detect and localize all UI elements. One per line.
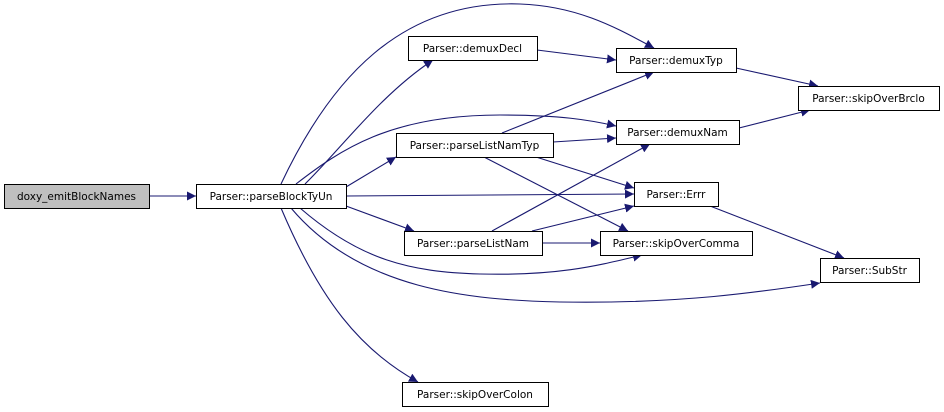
- edge-parser-parseblocktyun-to-parser-parselistnamtyp: [345, 156, 397, 188]
- node-box: [798, 86, 940, 111]
- node-label: Parser::demuxDecl: [423, 43, 522, 55]
- edge-parser-parseblocktyun-to-parser-parselistnam: [345, 205, 415, 233]
- node-parser-skipovercomma[interactable]: Parser::skipOverComma: [600, 231, 753, 256]
- edge-parser-parseblocktyun-to-parser-substr: [290, 207, 821, 303]
- node-parser-demuxnam[interactable]: Parser::demuxNam: [616, 120, 740, 145]
- edge-parser-parselistnamtyp-to-parser-demuxtyp: [501, 71, 655, 134]
- node-box: [408, 36, 538, 61]
- node-parser-parselistnamtyp[interactable]: Parser::parseListNamTyp: [396, 133, 554, 158]
- node-box: [196, 184, 347, 209]
- node-box: [404, 231, 543, 256]
- node-label: Parser::skipOverBrclo: [812, 93, 925, 105]
- node-parser-substr[interactable]: Parser::SubStr: [820, 258, 920, 283]
- node-box: [4, 184, 150, 209]
- edge-parser-parseblocktyun-to-parser-demuxtyp: [280, 3, 655, 185]
- node-parser-parselistnam[interactable]: Parser::parseListNam: [404, 231, 543, 256]
- node-parser-demuxdecl[interactable]: Parser::demuxDecl: [408, 36, 538, 61]
- edge-parser-parseblocktyun-to-parser-demuxnam: [295, 114, 617, 185]
- node-label: Parser::Errr: [647, 189, 707, 201]
- node-label: Parser::skipOverComma: [613, 238, 740, 250]
- edge-parser-parseblocktyun-to-parser-errr: [345, 189, 635, 199]
- edge-parser-parseblocktyun-to-parser-demuxdecl: [304, 59, 434, 185]
- node-box: [402, 382, 549, 407]
- node-box: [396, 133, 554, 158]
- edge-parser-parselistnamtyp-to-parser-errr: [535, 156, 635, 190]
- edge-parser-parselistnamtyp-to-parser-skipovercomma: [483, 156, 629, 232]
- node-label: doxy_emitBlockNames: [17, 191, 136, 203]
- node-parser-parseblocktyun[interactable]: Parser::parseBlockTyUn: [196, 184, 347, 209]
- node-label: Parser::parseListNam: [417, 238, 529, 250]
- edge-parser-parselistnam-to-parser-demuxnam: [491, 143, 651, 232]
- node-box: [820, 258, 920, 283]
- node-parser-errr[interactable]: Parser::Errr: [634, 182, 719, 207]
- edge-parser-parseblocktyun-to-parser-skipovercolon: [280, 207, 419, 383]
- node-label: Parser::demuxTyp: [629, 55, 723, 67]
- edge-parser-demuxnam-to-parser-skipoverbrclo: [738, 107, 811, 129]
- node-parser-skipoverbrclo[interactable]: Parser::skipOverBrclo: [798, 86, 940, 111]
- node-box: [634, 182, 719, 207]
- edge-parser-demuxtyp-to-parser-skipoverbrclo: [735, 67, 819, 89]
- node-label: Parser::SubStr: [832, 265, 908, 277]
- edge-parser-demuxdecl-to-parser-demuxtyp: [536, 49, 617, 64]
- edge-parser-errr-to-parser-substr: [709, 205, 845, 259]
- node-label: Parser::parseListNamTyp: [410, 140, 540, 152]
- node-box: [616, 48, 737, 73]
- node-label: Parser::skipOverColon: [417, 389, 533, 401]
- edge-parser-parselistnam-to-parser-errr: [531, 203, 635, 232]
- edge-parser-parseblocktyun-to-parser-skipovercomma: [299, 207, 643, 275]
- node-box: [616, 120, 740, 145]
- node-doxy-emitblocknames[interactable]: doxy_emitBlockNames: [4, 184, 150, 209]
- node-parser-demuxtyp[interactable]: Parser::demuxTyp: [616, 48, 737, 73]
- node-label: Parser::demuxNam: [627, 127, 728, 139]
- node-parser-skipovercolon[interactable]: Parser::skipOverColon: [402, 382, 549, 407]
- edge-parser-parselistnamtyp-to-parser-demuxnam: [552, 134, 617, 144]
- node-label: Parser::parseBlockTyUn: [210, 191, 333, 203]
- node-box: [600, 231, 753, 256]
